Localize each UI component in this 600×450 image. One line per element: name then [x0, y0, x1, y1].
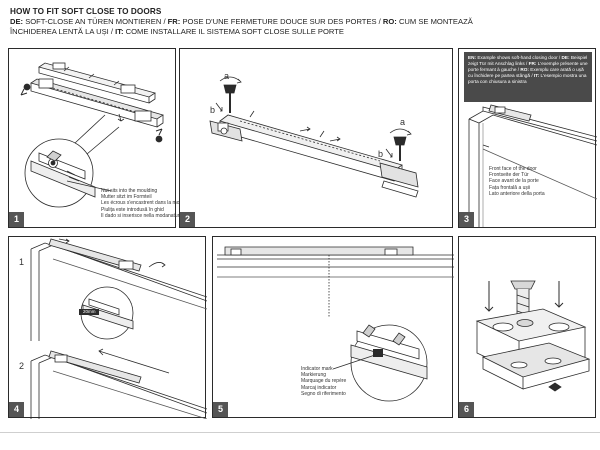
step-panel-4: 1 2 20mm 4 — [8, 236, 207, 419]
step-2-illustration — [209, 76, 419, 198]
caption-it: Segno di riferimento — [301, 390, 346, 397]
step-number-badge: 6 — [459, 402, 474, 417]
caption-en: Front face of the door — [489, 166, 537, 172]
note-ro: RO: Exemplu care arată o ușă cu închider… — [468, 67, 584, 78]
step-number-badge: 1 — [9, 212, 24, 227]
step-1-caption: Nut sits into the moulding Mutter sitzt … — [101, 188, 191, 219]
title-fr: POSE D'UNE FERMETURE DOUCE SUR DES PORTE… — [180, 17, 383, 26]
caption-it: Lato anteriore della porta — [489, 190, 545, 197]
title-ro: CUM SE MONTEAZĂ — [396, 17, 473, 26]
lang-code-it: IT: — [115, 27, 124, 36]
caption-de: Markierung — [301, 372, 327, 379]
title-ro-continued: ÎNCHIDEREA LENTĂ LA UȘI / — [10, 27, 116, 36]
step-panel-5: Indicator mark Markierung Marquage du re… — [212, 236, 454, 418]
lang-code-de: DE: — [10, 17, 24, 26]
caption-ro: Fața frontală a ușii — [489, 184, 531, 191]
title-de: SOFT-CLOSE AN TÜREN MONTIEREN / — [23, 17, 168, 26]
note-fr: FR: L'exemple présente une porte fermant… — [468, 61, 588, 72]
lang-code-ro: RO: — [382, 17, 397, 26]
step-3-illustration — [468, 104, 597, 227]
caption-en: Nut sits into the moulding — [101, 188, 158, 194]
step-1-illustration — [20, 62, 164, 208]
step-panel-6: 6 — [458, 236, 596, 418]
step-5-caption: Indicator mark Markierung Marquage du re… — [301, 366, 346, 397]
page-title: HOW TO FIT SOFT CLOSE TO DOORS — [10, 7, 162, 16]
caption-ro: Marcaj indicator — [301, 384, 337, 391]
caption-ro: Piulița este introdusă în ghid — [101, 206, 164, 213]
example-note: EN: Example shows soft-hand closing door… — [464, 52, 592, 102]
rotate-label-a-bottom: a — [400, 117, 406, 127]
bottom-divider — [0, 432, 600, 433]
push-label-b-top: b — [210, 105, 216, 115]
caption-de: Frontseite der Tür — [489, 172, 529, 179]
step-number-badge: 3 — [459, 212, 474, 227]
note-it: IT: L'esempio mostra una porta con chius… — [468, 73, 587, 84]
sub-step-2-label: 2 — [19, 361, 25, 371]
step-panel-1: Nut sits into the moulding Mutter sitzt … — [8, 48, 191, 228]
note-de: DE: Beispiel zeigt Tür mit Anschlag link… — [468, 55, 588, 66]
note-en: EN: Example shows soft-hand closing door… — [468, 55, 562, 60]
step-4-illustration — [30, 238, 207, 419]
step-number-badge: 5 — [213, 402, 228, 417]
step-panel-3: EN: Example shows soft-hand closing door… — [458, 48, 597, 228]
step-3-caption: Front face of the door Frontseite der Tü… — [489, 166, 545, 197]
caption-en: Indicator mark — [301, 366, 333, 372]
step-panel-2: a b a b 2 — [179, 48, 453, 228]
instructions-header: HOW TO FIT SOFT CLOSE TO DOORS DE: SOFT-… — [10, 7, 595, 37]
sub-step-1-label: 1 — [19, 257, 25, 267]
caption-de: Mutter sitzt im Formteil — [101, 194, 152, 201]
step-number-badge: 2 — [180, 212, 195, 227]
distance-mark: 20mm — [83, 309, 96, 314]
push-label-b-bottom: b — [378, 149, 384, 159]
rotate-label-a-top: a — [224, 71, 230, 81]
caption-it: Il dado si inserisce nella modanatura — [101, 212, 183, 219]
title-it: COME INSTALLARE IL SISTEMA SOFT CLOSE SU… — [123, 27, 344, 36]
caption-fr: Face avant de la porte — [489, 178, 539, 185]
header-line-1: DE: SOFT-CLOSE AN TÜREN MONTIEREN / FR: … — [10, 17, 595, 27]
step-5-illustration — [217, 246, 454, 402]
lang-code-fr: FR: — [167, 17, 181, 26]
caption-fr: Marquage du repère — [301, 378, 347, 385]
caption-fr: Les écrous s'encastrent dans la moulure — [101, 200, 191, 207]
header-line-2: ÎNCHIDEREA LENTĂ LA UȘI / IT: COME INSTA… — [10, 27, 595, 37]
step-6-illustration — [475, 280, 591, 392]
step-number-badge: 4 — [9, 402, 24, 417]
